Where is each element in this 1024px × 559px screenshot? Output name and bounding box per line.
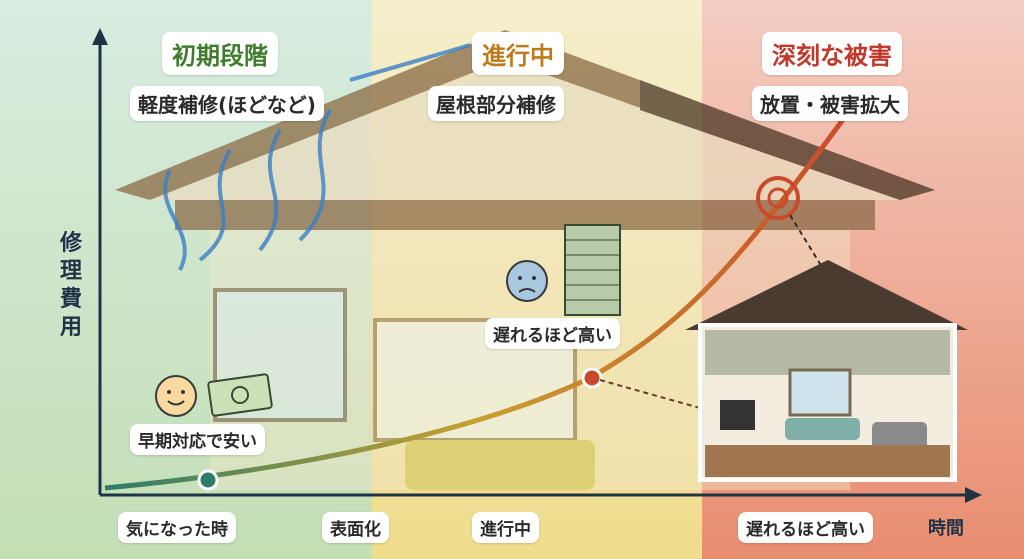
x-tick-surfaced: 表面化 — [322, 512, 389, 543]
callout-early: 早期対応で安い — [130, 424, 265, 455]
happy-face-icon — [155, 375, 197, 417]
money-stack-icon — [564, 224, 621, 316]
late-point — [581, 367, 603, 389]
x-axis-label: 時間 — [928, 518, 964, 539]
stage-subtitle-early: 軽度補修(ほどなど) — [130, 86, 324, 121]
magnifier-icon — [756, 176, 800, 220]
y-axis-label: 修理費用 — [60, 231, 83, 340]
early-point — [197, 469, 219, 491]
x-tick-noticed: 気になった時 — [118, 512, 236, 543]
damaged-room-inset — [685, 260, 968, 482]
stage-subtitle-progress: 屋根部分補修 — [428, 86, 564, 121]
stage-title-severe: 深刻な被害 — [762, 32, 902, 75]
stage-title-progress: 進行中 — [472, 32, 564, 75]
x-tick-late: 遅れるほど高い — [738, 512, 873, 543]
stage-subtitle-severe: 放置・被害拡大 — [752, 86, 908, 121]
x-tick-progress: 進行中 — [472, 512, 539, 543]
callout-late: 遅れるほど高い — [485, 318, 620, 349]
rain-streams-icon — [163, 43, 471, 271]
money-bill-icon — [207, 373, 273, 417]
worried-face-icon — [506, 260, 548, 302]
stage-title-early: 初期段階 — [162, 32, 278, 75]
